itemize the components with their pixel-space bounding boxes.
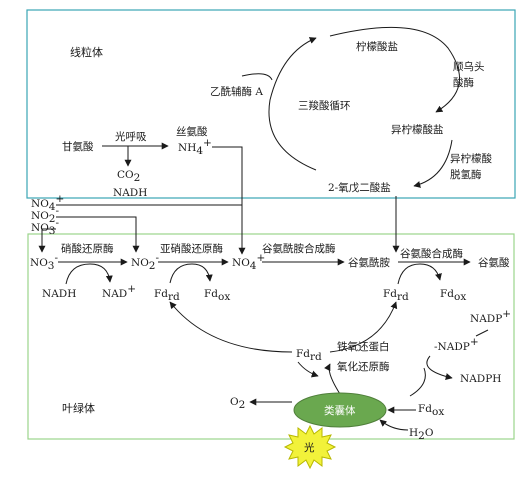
nh4-label: NO4+ — [232, 252, 265, 272]
input-no3-arrow — [38, 228, 56, 253]
co2-label: CO2 — [117, 169, 140, 184]
photorespiration-label: 光呼吸 — [115, 130, 147, 143]
input-no3-label: NO3- — [31, 217, 59, 237]
fd-ox-bottom-label: Fdox — [418, 403, 444, 418]
nadph-label: NADPH — [460, 373, 501, 385]
isocitrate-label: 异柠檬酸盐 — [391, 123, 444, 136]
alpha-kg-label: 2-氧戊二酸盐 — [328, 181, 391, 194]
chloroplast-box — [27, 233, 515, 440]
isocitrate-dh-label-1: 异柠檬酸 — [450, 152, 492, 165]
aconitase-label-1: 顺乌头 — [453, 60, 485, 73]
nadp-to-nadph-arc — [426, 355, 453, 380]
acetyl-coa-label: 乙酰辅酶 A — [210, 85, 263, 98]
fd-rd-label-2: Fdrd — [383, 288, 409, 303]
ammonium-to-chloroplast-arrow — [212, 146, 246, 255]
glycine-label: 甘氨酸 — [62, 140, 94, 153]
nad-label: NAD+ — [102, 283, 136, 300]
glutamate-label: 谷氨酸 — [478, 256, 510, 269]
thylakoid-label: 类囊体 — [324, 404, 356, 417]
fnr-label-2: 氧化还原酶 — [337, 360, 390, 373]
acetyl-coa-entry-arrow — [241, 73, 273, 81]
tca-arc-kg-to-citrate — [268, 37, 317, 171]
nadp-plus-label: NADP+ — [470, 308, 511, 325]
no2-label: NO2- — [131, 252, 159, 272]
mitochondrion-box — [26, 9, 516, 199]
nadh-cofactor-arc — [65, 263, 113, 285]
thylakoid-disc — [293, 392, 387, 428]
gogat-label: 谷氨酸合成酶 — [400, 247, 463, 260]
nadh-label: NADH — [42, 288, 76, 300]
light-label: 光 — [304, 441, 315, 454]
tca-cycle-label: 三羧酸循环 — [298, 99, 351, 112]
serine-label: 丝氨酸 — [176, 125, 208, 138]
fd-to-nitrite-reductase-arrow — [169, 301, 293, 353]
isocitrate-dh-label-2: 脱氢酶 — [450, 168, 482, 181]
chloroplast-label: 叶绿体 — [62, 401, 95, 415]
input-no2-arrow — [56, 216, 140, 253]
thylakoid-to-fd-rd-arrow — [297, 361, 319, 378]
nitrate-reductase-label: 硝酸还原酶 — [61, 242, 114, 255]
nadp-return-arrow — [475, 329, 489, 337]
mitochondrion-label: 线粒体 — [70, 45, 103, 59]
aconitase-label-2: 酸酶 — [453, 76, 474, 89]
gogat-fd-cofactor-arc — [397, 263, 442, 285]
nadp-dash-label: -NADP+ — [434, 336, 479, 353]
mito-ammonium-label: NH4+ — [178, 137, 212, 157]
water-to-thylakoid-arrow — [379, 419, 409, 431]
tca-arc-isocitrate-to-kg — [413, 139, 453, 188]
input-no2-label: NO2- — [31, 205, 59, 225]
o2-label: O2 — [230, 396, 245, 411]
fd-ox-to-fnr-arc — [409, 367, 426, 397]
nitrite-fd-cofactor-arc — [169, 263, 213, 284]
fnr-label-1: 铁氧还蛋白 — [337, 340, 390, 353]
fd-ox-label-1: Fdox — [204, 288, 230, 303]
citrate-label: 柠檬酸盐 — [356, 40, 398, 53]
mito-nadh-label: NADH — [113, 187, 147, 199]
fd-rd-center-label: Fdrd — [296, 348, 322, 363]
fd-ox-label-2: Fdox — [440, 288, 466, 303]
fd-to-gogat-arrow — [329, 301, 398, 353]
h2o-label: H2O — [409, 427, 434, 442]
glutamine-label: 谷氨酰胺 — [348, 256, 390, 269]
gs-label: 谷氨酰胺合成酶 — [262, 242, 336, 255]
input-nh4-label: NO4+ — [31, 193, 64, 213]
fd-rd-label-1: Fdrd — [154, 288, 180, 303]
thylakoid-to-fd-arrow — [324, 363, 341, 395]
nitrite-reductase-label: 亚硝酸还原酶 — [160, 242, 223, 255]
no3-label: NO3- — [30, 252, 58, 272]
sun-icon — [283, 424, 337, 470]
tca-arc-citrate-to-isocitrate — [329, 26, 461, 113]
